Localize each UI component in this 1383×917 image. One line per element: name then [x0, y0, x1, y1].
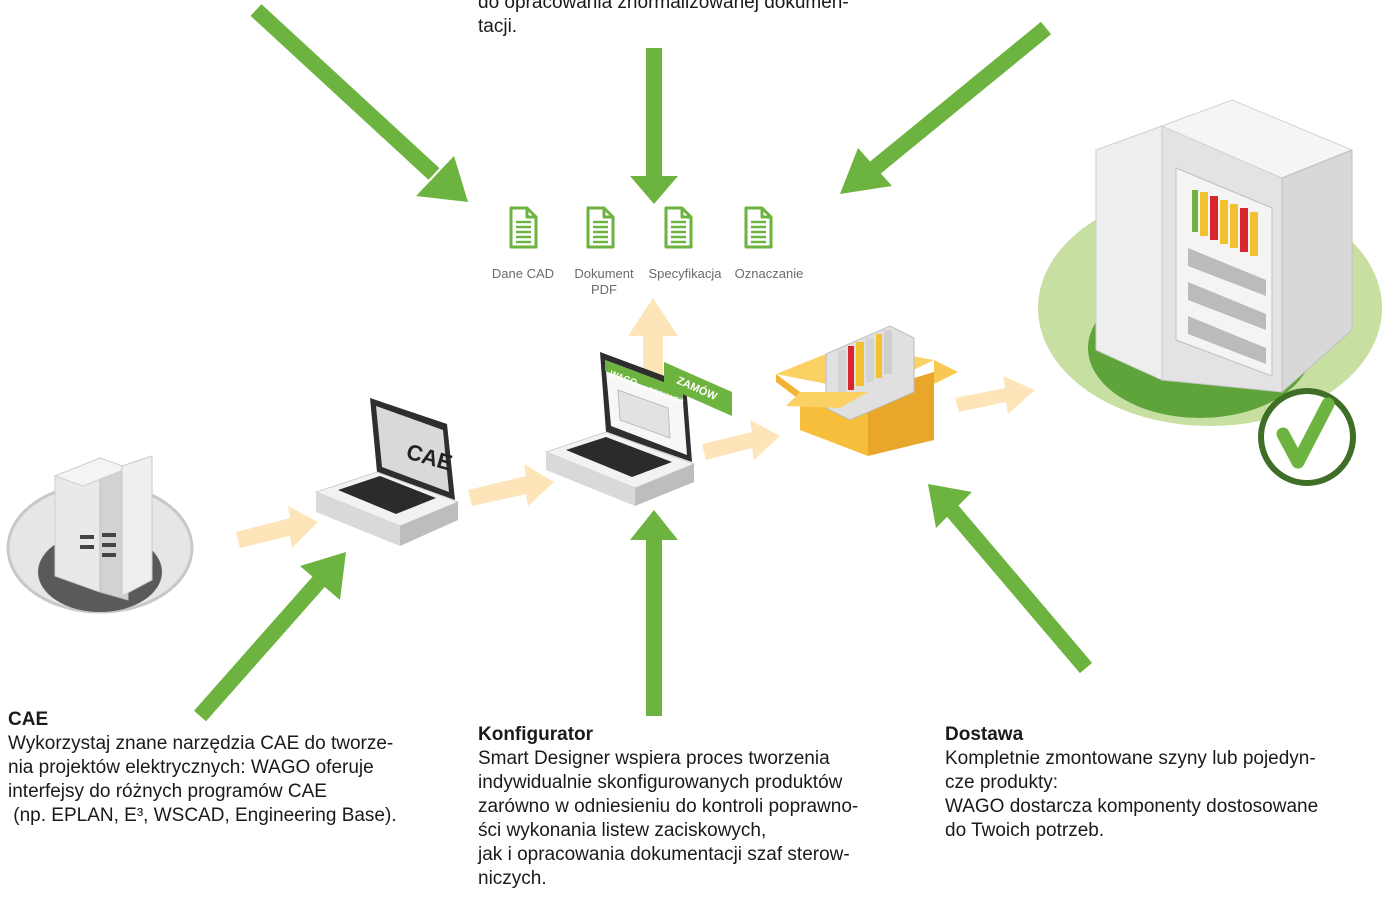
doc-label-pdf: Dokument PDF — [574, 266, 634, 297]
document-icons — [509, 206, 773, 249]
cabinet-start-illustration — [6, 455, 194, 614]
konfigurator-section: Konfigurator Smart Designer wspiera proc… — [478, 723, 938, 891]
dostawa-title: Dostawa — [945, 724, 1024, 745]
document-icon-spec — [664, 206, 693, 249]
arrow-bottom-center — [630, 510, 678, 716]
doc-label-marking: Oznaczanie — [734, 266, 804, 281]
konfigurator-text-line: indywidualnie skonfigurowanych produktów — [478, 772, 843, 793]
delivery-box — [776, 325, 958, 456]
top-note-line: do opracowania znormalizowanej dokumen- — [478, 0, 849, 13]
doc-label-cad: Dane CAD — [491, 266, 555, 281]
doc-label-spec: Specyfikacja — [648, 266, 722, 281]
arrow-top-center — [630, 48, 678, 204]
arrow-top-right — [840, 21, 1052, 194]
konfigurator-text-line: zarówno w odniesieniu do kontroli popraw… — [478, 796, 859, 817]
arrow-top-left — [250, 4, 468, 202]
top-note-line: tacji. — [478, 16, 518, 37]
konfigurator-title: Konfigurator — [478, 724, 594, 745]
cae-laptop: CAE — [314, 398, 460, 546]
cabinet-finished-illustration — [1038, 99, 1382, 426]
pointer-arrows — [194, 4, 1093, 722]
cae-text-line: interfejsy do różnych programów CAE — [8, 781, 327, 802]
konfigurator-text-line: Smart Designer wspiera proces tworzenia — [478, 748, 830, 769]
cae-text-line: Wykorzystaj znane narzędzia CAE do tworz… — [8, 733, 394, 754]
konfigurator-text-line: niczych. — [478, 868, 547, 889]
cae-text-line: (np. EPLAN, E³, WSCAD, Engineering Base)… — [8, 805, 397, 826]
cae-title: CAE — [8, 709, 49, 730]
check-badge — [1258, 388, 1356, 486]
arrow-bottom-left — [194, 552, 346, 722]
document-icon-pdf — [586, 206, 615, 249]
dostawa-text-line: do Twoich potrzeb. — [945, 820, 1105, 841]
cae-section: CAE Wykorzystaj znane narzędzia CAE do t… — [8, 708, 468, 828]
dostawa-text-line: Kompletnie zmontowane szyny lub pojedyn- — [945, 748, 1316, 769]
dostawa-text-line: cze produkty: — [945, 772, 1058, 793]
cae-text-line: nia projektów elektrycznych: WAGO oferuj… — [8, 757, 374, 778]
konfigurator-text-line: jak i opracowania dokumentacji szaf ster… — [478, 844, 850, 865]
konfigurator-text-line: ści wykonania listew zaciskowych, — [478, 820, 767, 841]
dostawa-text-line: WAGO dostarcza komponenty dostosowane — [945, 796, 1319, 817]
dostawa-section: Dostawa Kompletnie zmontowane szyny lub … — [945, 723, 1381, 843]
flow-arrows — [236, 298, 1035, 548]
top-note: do opracowania znormalizowanej dokumen- … — [478, 0, 938, 39]
document-icon-marking — [744, 206, 773, 249]
document-icon-cad — [509, 206, 538, 249]
arrow-bottom-right — [928, 484, 1093, 674]
